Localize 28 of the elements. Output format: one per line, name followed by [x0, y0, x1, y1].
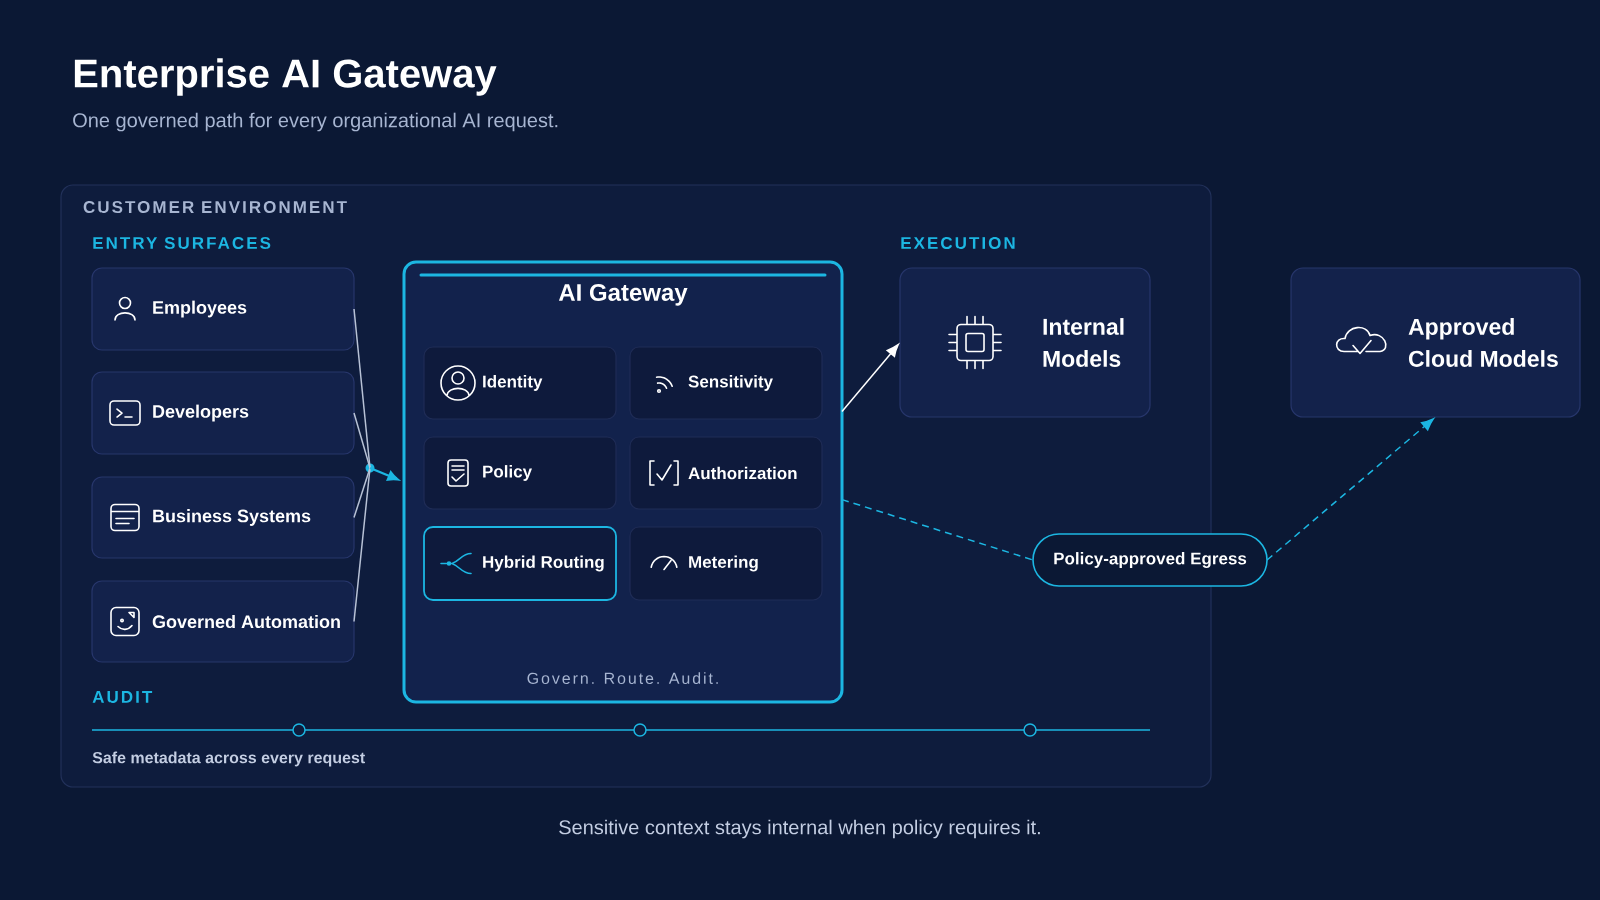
connector-line [353, 412, 371, 469]
arrow [369, 466, 399, 481]
connector-line [353, 467, 371, 519]
capability-card: Authorization [629, 436, 823, 510]
connector-line [841, 498, 1034, 561]
entry-card: Governed Automation [91, 580, 355, 663]
caption: Sensitive context stays internal when policy requires it. [559, 819, 1040, 839]
capability-card: Identity [423, 346, 617, 420]
arrow [841, 344, 899, 413]
section-heading: EXECUTION [901, 237, 1015, 250]
note: Safe metadata across every request [92, 751, 365, 767]
entry-card: Developers [91, 371, 355, 455]
section-heading: AUDIT [92, 691, 153, 703]
connector-line [353, 308, 371, 469]
entry-card: Business Systems [91, 476, 355, 559]
pill-node: Policy-approved Egress [1032, 533, 1268, 587]
subtitle: One governed path for every organizational AI request. [73, 112, 558, 132]
capability-card: Metering [629, 526, 823, 601]
capability-card: Hybrid Routing [423, 526, 617, 601]
capability-card: Sensitivity [629, 346, 823, 420]
section-heading: ENTRY SURFACES [93, 237, 271, 250]
entry-card: Employees [91, 267, 355, 351]
model-card: Internal Models [899, 267, 1151, 418]
arrow [1266, 418, 1435, 561]
model-card: Approved Cloud Models [1290, 267, 1581, 418]
connector-line [353, 467, 371, 623]
title: Enterprise AI Gateway [74, 58, 497, 96]
capability-card: Policy [423, 436, 617, 510]
